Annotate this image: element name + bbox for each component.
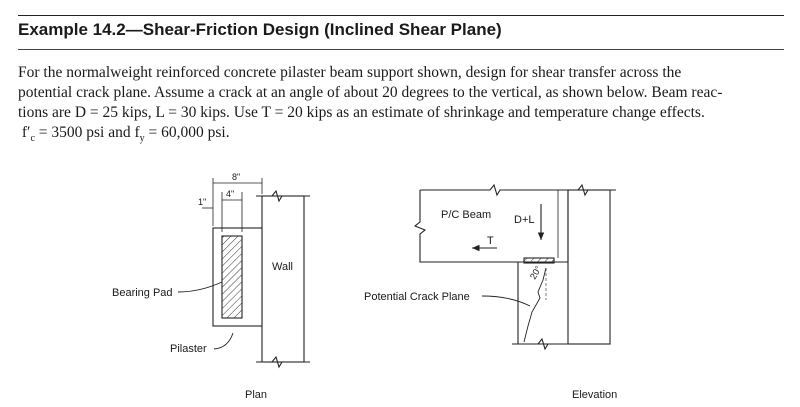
problem-statement: For the normalweight reinforced concrete… <box>18 63 758 149</box>
fc-value: = 3500 psi and f <box>34 124 140 141</box>
fc-symbol: f′ <box>21 124 31 141</box>
angle-label: 20° <box>528 264 544 281</box>
wall-label: Wall <box>272 261 293 273</box>
dim-8-label: 8" <box>232 172 240 182</box>
example-heading: Example 14.2—Shear-Friction Design (Incl… <box>18 20 502 39</box>
load-label: D+L <box>514 214 535 226</box>
fc-subscript: c <box>30 133 35 145</box>
elevation-bearing-pad <box>523 257 555 264</box>
plan-wall-break-bottom <box>256 355 310 369</box>
elevation-wall-break-top <box>562 183 616 197</box>
beam-left-break <box>413 190 518 263</box>
problem-line-1: For the normalweight reinforced concrete… <box>18 64 682 81</box>
plan-bearing-pad <box>221 235 243 319</box>
dim-4-label: 4" <box>226 189 234 199</box>
problem-line-3: tions are D = 25 kips, L = 30 kips. Use … <box>18 104 705 121</box>
crack-plane-label: Potential Crack Plane <box>364 291 470 303</box>
elevation-view <box>413 183 616 351</box>
pilaster-leader <box>213 332 234 350</box>
tension-label: T <box>487 235 494 247</box>
fy-subscript: y <box>139 133 145 145</box>
plan-view <box>177 178 310 369</box>
heading-bottom-rule <box>18 49 784 50</box>
elevation-pilaster <box>517 262 568 345</box>
fy-value: = 60,000 psi. <box>144 124 230 141</box>
problem-line-2: potential crack plane. Assume a crack at… <box>18 84 723 101</box>
elevation-caption: Elevation <box>572 389 617 401</box>
plan-wall <box>261 195 305 363</box>
plan-wall-break-top <box>256 189 310 203</box>
plan-caption: Plan <box>245 389 267 401</box>
pilaster-label: Pilaster <box>170 343 207 355</box>
figure-diagram: 8" 4" 1" Wall Bearing Pad Pilaster Plan <box>112 172 617 401</box>
dim-1-label: 1" <box>198 197 206 207</box>
beam-label: P/C Beam <box>441 209 491 221</box>
problem-line-4: f′c = 3500 psi and fy = 60,000 psi. <box>18 123 758 149</box>
crack-leader <box>481 295 531 307</box>
heading-top-rule <box>18 15 784 16</box>
bearing-pad-label: Bearing Pad <box>112 287 173 299</box>
beam-top-break <box>420 183 568 197</box>
bearing-pad-leader <box>177 281 223 293</box>
crack-line <box>523 267 547 343</box>
elevation-wall <box>567 189 611 345</box>
elevation-pilaster-break <box>512 337 568 351</box>
